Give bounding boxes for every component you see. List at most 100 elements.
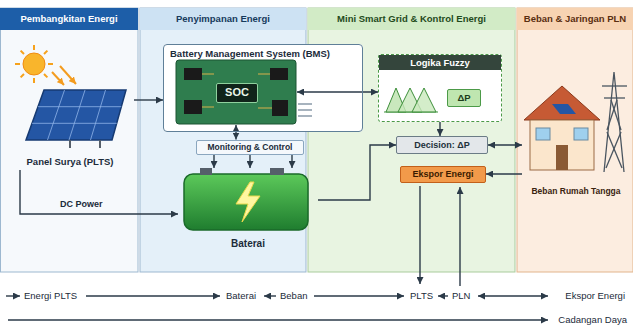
delta-box: ΔP — [447, 89, 481, 107]
summary-arrow — [438, 295, 448, 296]
roof-solar — [552, 104, 576, 114]
sun-ray — [21, 51, 24, 54]
house-window — [574, 128, 588, 140]
node-label: Mini Smart Grid & Kontrol Energi — [308, 8, 515, 30]
solar-panel-icon — [26, 90, 126, 140]
flow-label: Ekspor Energi — [565, 290, 625, 301]
region-band: Mini Smart Grid & Kontrol EnergiLogika F… — [308, 8, 515, 272]
node-label: Logika Fuzzy — [379, 55, 501, 70]
panel-grid-line — [32, 123, 117, 124]
region-band: Penyimpanan EnergiBattery Management Sys… — [140, 8, 306, 272]
tower-frame — [604, 72, 624, 172]
node-label: Penyimpanan Energi — [140, 8, 306, 30]
flow-label: Cadangan Daya — [558, 314, 627, 325]
house-load: Beban Rumah Tangga — [522, 70, 630, 198]
pcb-trace — [202, 74, 214, 75]
tower-arm — [604, 97, 625, 98]
label-holder: PLN — [452, 290, 470, 301]
flow-arrow — [297, 91, 378, 92]
node-label: Pembangkitan Energi — [0, 8, 138, 30]
house-door — [556, 145, 568, 170]
house-body — [530, 120, 594, 170]
flow-arrow — [20, 170, 178, 214]
chip — [272, 100, 288, 116]
monitor-box: Monitoring & Control — [196, 140, 304, 155]
panel-grid-line — [48, 90, 65, 140]
sun-icon — [23, 53, 45, 75]
membership-triangle — [412, 88, 436, 112]
label-holder: Energi PLTS — [24, 290, 77, 301]
node-label: Beban Rumah Tangga — [531, 186, 620, 196]
bms-ground — [163, 44, 363, 132]
summary-arrow — [314, 295, 404, 296]
flow-line — [419, 186, 420, 284]
node-label: Monitoring & Control — [208, 142, 293, 152]
node-label: Panel Surya (PLTS) — [27, 156, 114, 167]
panel-grid-line — [91, 90, 106, 140]
pin — [298, 103, 312, 105]
node-label: Baterai — [231, 238, 265, 250]
sun-ray — [33, 78, 35, 83]
tower-arm — [602, 85, 627, 86]
node-label: Beban & Jaringan PLN — [517, 8, 633, 30]
flow-label: PLTS — [410, 290, 433, 301]
sun-ray — [48, 63, 53, 65]
label-holder: Cadangan Daya — [558, 314, 627, 325]
pcb-trace — [258, 74, 270, 75]
decision-box: Decision: ΔP — [396, 136, 488, 154]
panel-grid — [32, 90, 121, 140]
chip — [184, 100, 202, 114]
node-label: ΔP — [457, 92, 470, 103]
reserve-arrow — [8, 319, 548, 320]
control-arrow — [291, 155, 292, 168]
band-ground — [517, 8, 633, 272]
node-label: Ekspor Energi — [412, 169, 473, 180]
house-window — [536, 128, 550, 140]
band-ground — [1, 8, 139, 272]
bms-box: Battery Management System (BMS)SOC — [163, 44, 363, 132]
sun-ray — [44, 51, 47, 54]
summary-arrow — [86, 295, 220, 296]
flow-arrow — [439, 122, 440, 136]
solar-panel: Panel Surya (PLTS) — [6, 42, 134, 170]
label-holder: PLTS — [410, 290, 433, 301]
pin — [298, 109, 312, 111]
panel-grid-line — [69, 90, 85, 140]
flow-label: DC Power — [60, 199, 103, 210]
flow-arrow — [249, 155, 250, 169]
chip — [270, 68, 288, 80]
summary-arrow — [6, 295, 20, 296]
flow-arrow — [235, 125, 236, 140]
flow-label: Beban — [280, 290, 307, 301]
flow-label: Baterai — [226, 290, 256, 301]
transmission-tower — [602, 72, 627, 172]
soc-board: SOC — [177, 61, 297, 125]
export-box: Ekspor Energi — [400, 166, 486, 183]
flow-label: Energi PLTS — [24, 290, 77, 301]
flow-arrow — [488, 144, 522, 145]
panel-leg — [99, 140, 101, 148]
label-holder: Ekspor Energi — [565, 290, 625, 301]
pcb-traces — [202, 74, 272, 108]
pcb-board — [176, 60, 296, 124]
house-roof — [524, 86, 600, 120]
flow-label: PLN — [452, 290, 470, 301]
fuzzy-ground — [378, 54, 502, 122]
sun-ray — [21, 74, 24, 77]
flow-line — [459, 187, 460, 286]
battery-terminal — [200, 168, 212, 175]
label-holder: Beban — [280, 290, 307, 301]
flow-arrow — [318, 145, 396, 200]
flow-arrow — [486, 173, 522, 174]
pcb-trace — [258, 108, 272, 109]
tower-brace — [607, 100, 617, 130]
sunlight-arrow — [52, 72, 64, 85]
sun-ray — [33, 45, 35, 50]
tower-brace — [606, 132, 621, 168]
sun-ray — [15, 63, 20, 65]
summary-arrow — [478, 295, 548, 296]
region-band: Pembangkitan EnergiPanel Surya (PLTS) — [0, 8, 138, 272]
battery-icon — [184, 174, 308, 230]
